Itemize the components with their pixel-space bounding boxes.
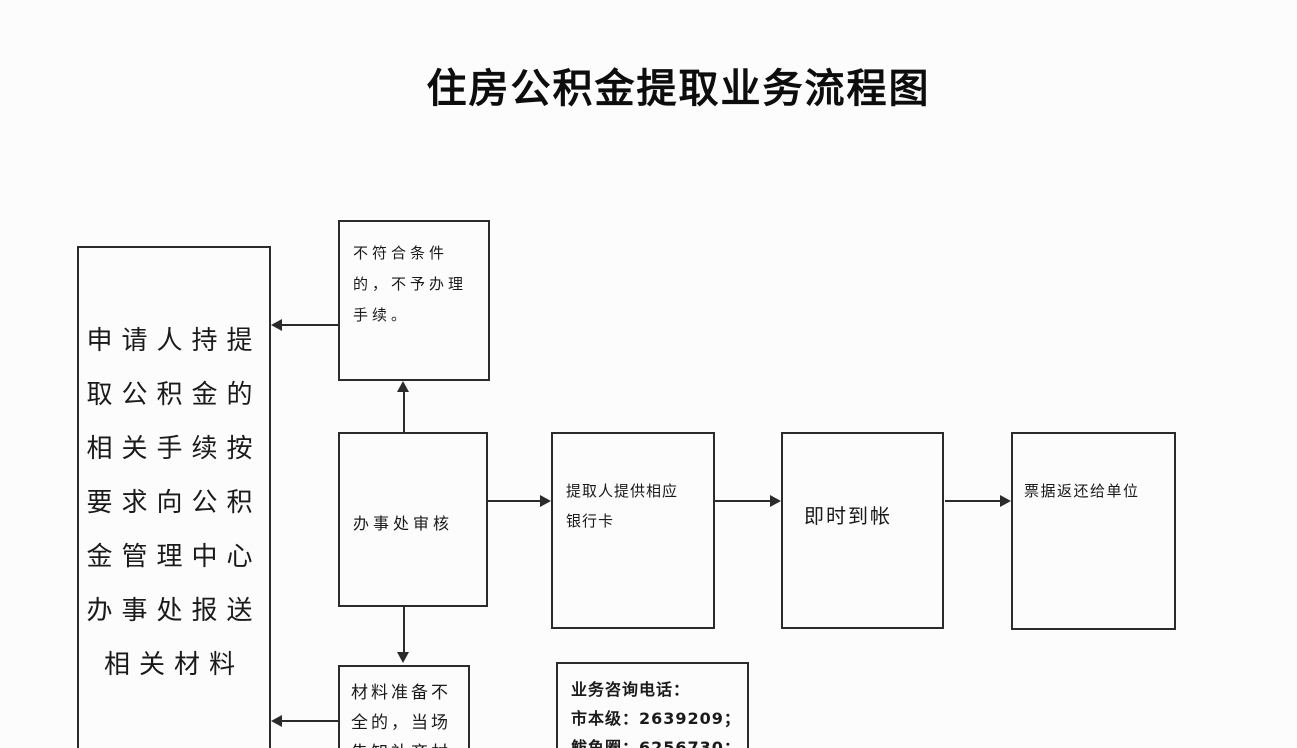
reject-line: 手续。 xyxy=(353,306,411,324)
arrow-review-to-bankcard-head xyxy=(540,495,551,507)
arrow-reject-to-applicant-head xyxy=(271,319,282,331)
phone-info-text: 业务咨询电话： 市本级：2639209； 鲅鱼圈：6256730； xyxy=(558,664,747,748)
incomplete-materials-box: 材料准备不 全的，当场 告知补齐材 xyxy=(338,665,470,748)
arrow-review-to-reject-line xyxy=(403,392,405,432)
applicant-line: 金管理中心 xyxy=(86,542,262,572)
bank-card-line: 银行卡 xyxy=(566,512,615,530)
applicant-box: 申请人持提 取公积金的 相关手续按 要求向公积 金管理中心 办事处报送 相关材料 xyxy=(77,246,271,748)
reject-line: 的，不予办理 xyxy=(353,275,468,293)
arrow-review-to-reject-head xyxy=(397,381,409,392)
reject-line: 不符合条件 xyxy=(353,244,449,262)
receipt-return-box: 票据返还给单位 xyxy=(1011,432,1176,630)
arrow-review-to-bankcard-line xyxy=(488,500,541,502)
incomplete-materials-text: 材料准备不 全的，当场 告知补齐材 xyxy=(340,667,468,748)
phone-info-box: 业务咨询电话： 市本级：2639209； 鲅鱼圈：6256730； xyxy=(556,662,749,748)
applicant-line: 相关材料 xyxy=(103,650,244,680)
incomplete-materials-line: 材料准备不 xyxy=(351,683,451,703)
bank-card-box: 提取人提供相应 银行卡 xyxy=(551,432,715,629)
bank-card-line: 提取人提供相应 xyxy=(566,482,679,500)
arrow-incomplete-to-applicant-head xyxy=(271,715,282,727)
applicant-text: 申请人持提 取公积金的 相关手续按 要求向公积 金管理中心 办事处报送 相关材料 xyxy=(79,248,269,692)
arrow-bankcard-to-instant-head xyxy=(770,495,781,507)
applicant-line: 取公积金的 xyxy=(86,380,262,410)
office-review-label: 办事处审核 xyxy=(353,514,454,533)
page-title: 住房公积金提取业务流程图 xyxy=(426,66,931,112)
arrow-bankcard-to-instant-line xyxy=(715,500,771,502)
applicant-line: 申请人持提 xyxy=(86,326,262,356)
receipt-return-label: 票据返还给单位 xyxy=(1024,482,1140,500)
reject-box: 不符合条件 的，不予办理 手续。 xyxy=(338,220,490,381)
arrow-instant-to-receipt-head xyxy=(1000,495,1011,507)
incomplete-materials-line: 告知补齐材 xyxy=(351,738,468,748)
phone-info-line: 市本级：2639209； xyxy=(571,709,741,728)
applicant-line: 办事处报送 xyxy=(86,596,262,626)
incomplete-materials-line: 全的，当场 xyxy=(351,713,451,733)
arrow-review-to-incomplete-head xyxy=(397,652,409,663)
instant-credit-label: 即时到帐 xyxy=(804,504,892,528)
phone-info-line: 鲅鱼圈：6256730； xyxy=(571,738,741,748)
instant-credit-box: 即时到帐 xyxy=(781,432,944,629)
reject-text: 不符合条件 的，不予办理 手续。 xyxy=(340,222,488,331)
applicant-line: 要求向公积 xyxy=(86,488,262,518)
arrow-review-to-incomplete-line xyxy=(403,607,405,653)
arrow-reject-to-applicant-line xyxy=(281,324,338,326)
arrow-incomplete-to-applicant-line xyxy=(281,720,338,722)
office-review-box: 办事处审核 xyxy=(338,432,488,607)
applicant-line: 相关手续按 xyxy=(86,434,262,464)
bank-card-text: 提取人提供相应 银行卡 xyxy=(553,434,713,536)
arrow-instant-to-receipt-line xyxy=(945,500,1001,502)
phone-info-line: 业务咨询电话： xyxy=(571,680,691,699)
